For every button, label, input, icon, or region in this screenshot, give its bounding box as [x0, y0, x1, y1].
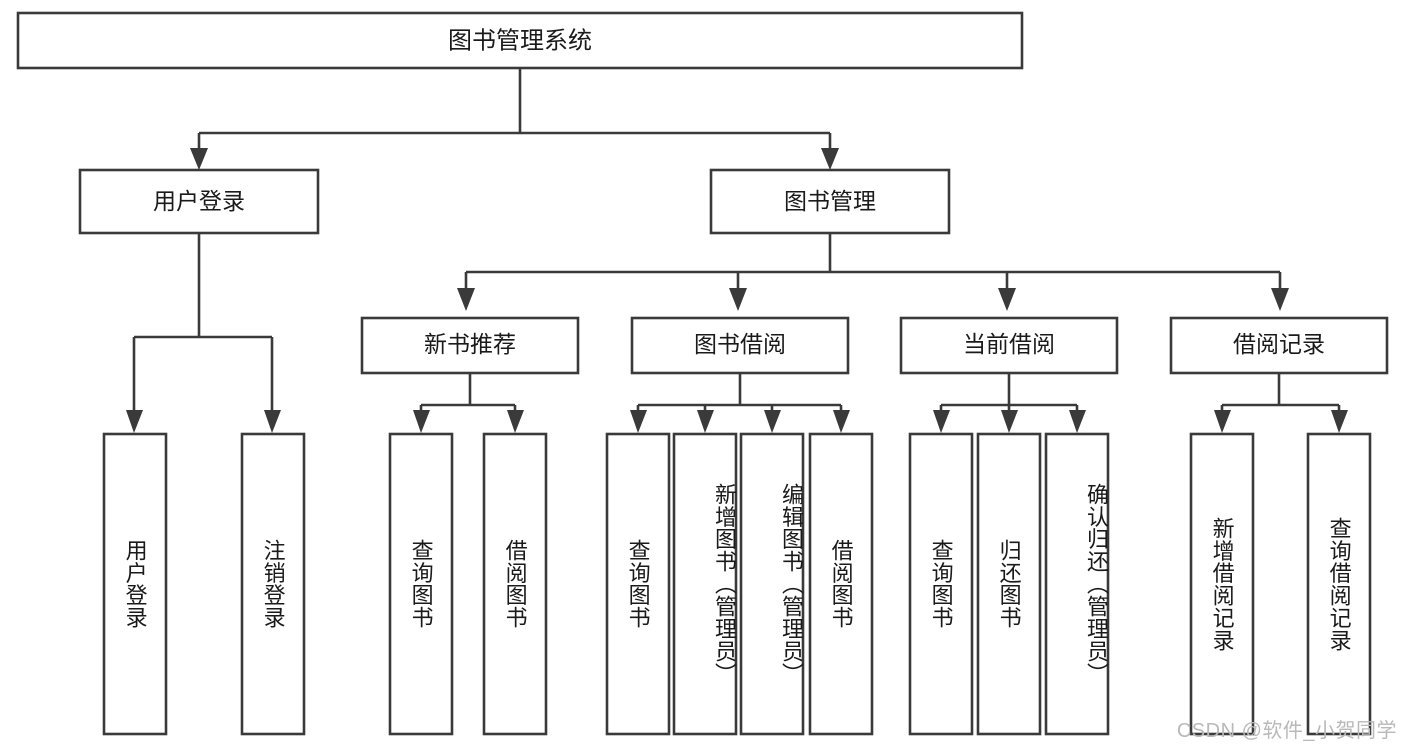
node-current-borrow-label: 当前借阅 [963, 331, 1055, 357]
arrowhead-book-mgmt-c1 [457, 288, 475, 311]
arrowhead-new-book-leaf1 [413, 410, 430, 433]
arrowhead-current-borrow-leaf2 [1001, 410, 1018, 433]
leaf-box-user-login-logout[interactable] [240, 432, 306, 736]
arrowhead-book-borrow-leaf3 [764, 410, 781, 433]
arrowhead-book-borrow-leaf2 [697, 410, 714, 433]
arrowhead-root-to-book-mgmt [821, 148, 839, 170]
node-root-system-label: 图书管理系统 [448, 27, 592, 54]
leaf-box-book-borrow-query[interactable] [605, 432, 671, 736]
leaf-box-current-borrow-query[interactable] [908, 432, 974, 736]
leaf-box-book-borrow-add[interactable] [672, 432, 738, 736]
leaf-box-new-book-borrow[interactable] [482, 432, 548, 736]
arrowhead-book-borrow-leaf4 [833, 410, 850, 433]
arrowhead-current-borrow-leaf3 [1069, 410, 1086, 433]
leaf-box-borrow-record-query[interactable] [1306, 432, 1372, 736]
node-root-system-box [16, 11, 1024, 70]
arrowhead-user-login-leaf1 [126, 410, 143, 433]
node-new-book-recommend-box [360, 316, 580, 375]
arrowhead-user-login-leaf2 [264, 410, 281, 433]
csdn-watermark: CSDN @软件_小贺同学 [1176, 720, 1397, 742]
leaf-box-current-borrow-confirm[interactable] [1044, 432, 1110, 736]
leaf-box-book-borrow-lend[interactable] [808, 432, 874, 736]
node-user-login-label: 用户登录 [153, 188, 245, 214]
arrowhead-borrow-record-leaf2 [1331, 410, 1348, 433]
node-book-borrow-box [630, 316, 850, 375]
node-book-management-box [709, 168, 951, 235]
node-new-book-recommend-label: 新书推荐 [424, 331, 516, 357]
leaf-box-new-book-query[interactable] [388, 432, 454, 736]
node-book-management[interactable]: 图书管理 [709, 168, 951, 235]
arrowhead-current-borrow-leaf1 [933, 410, 950, 433]
leaf-box-current-borrow-return[interactable] [976, 432, 1042, 736]
arrowhead-book-borrow-leaf1 [630, 410, 647, 433]
leaf-box-borrow-record-add[interactable] [1189, 432, 1255, 736]
node-book-management-label: 图书管理 [784, 188, 876, 214]
arrowhead-root-to-user-login [190, 148, 208, 170]
node-borrow-record-box [1169, 316, 1389, 375]
node-user-login[interactable]: 用户登录 [78, 168, 320, 235]
leaf-box-user-login-login[interactable] [102, 432, 168, 736]
arrowhead-new-book-leaf2 [507, 410, 524, 433]
node-current-borrow[interactable]: 当前借阅 [899, 316, 1119, 375]
arrowhead-borrow-record-leaf1 [1214, 410, 1231, 433]
node-book-borrow-label: 图书借阅 [694, 331, 786, 357]
node-borrow-record-label: 借阅记录 [1233, 331, 1325, 357]
arrowhead-book-mgmt-c3 [998, 288, 1016, 311]
arrowhead-book-mgmt-c2 [729, 288, 747, 311]
leaf-box-book-borrow-edit[interactable] [739, 432, 805, 736]
node-borrow-record[interactable]: 借阅记录 [1169, 316, 1389, 375]
node-book-borrow[interactable]: 图书借阅 [630, 316, 850, 375]
node-new-book-recommend[interactable]: 新书推荐 [360, 316, 580, 375]
arrowhead-book-mgmt-c4 [1271, 288, 1289, 311]
node-root-system[interactable]: 图书管理系统 [16, 11, 1024, 70]
node-current-borrow-box [899, 316, 1119, 375]
